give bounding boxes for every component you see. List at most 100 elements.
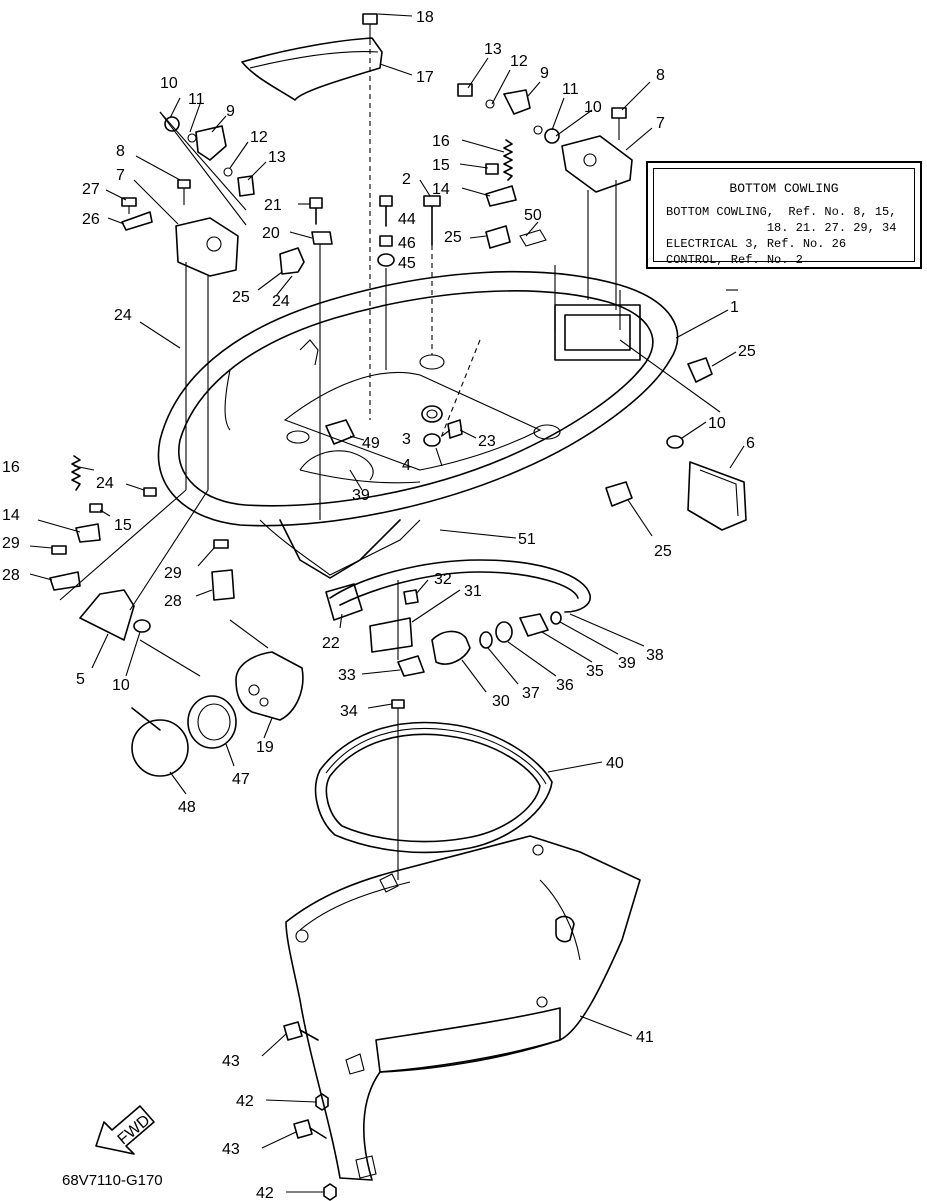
callout-19: 19 bbox=[256, 739, 274, 756]
seal-ring-band bbox=[131, 651, 304, 777]
grommets bbox=[299, 405, 463, 481]
drawing-code: 68V7110-G170 bbox=[62, 1172, 163, 1189]
callout-6: 6 bbox=[746, 435, 755, 452]
reference-legend-box: BOTTOM COWLING BOTTOM COWLING, Ref. No. … bbox=[646, 161, 922, 269]
callout-23: 23 bbox=[478, 433, 496, 450]
callout-16: 16 bbox=[432, 133, 450, 150]
callout-39: 39 bbox=[618, 655, 636, 672]
callout-3: 3 bbox=[402, 431, 411, 448]
callout-8: 8 bbox=[656, 67, 665, 84]
callout-12a: 12 bbox=[250, 129, 268, 146]
lower-cowling-41 bbox=[285, 835, 641, 1181]
callout-13: 13 bbox=[484, 41, 502, 58]
callout-46: 46 bbox=[398, 235, 416, 252]
callout-39a: 39 bbox=[352, 487, 370, 504]
callout-45: 45 bbox=[398, 255, 416, 272]
callout-28a: 28 bbox=[2, 567, 20, 584]
callout-4: 4 bbox=[402, 457, 411, 474]
callout-numbers: 18 17 13 12 9 11 10 8 7 16 15 14 2 44 46… bbox=[2, 9, 756, 1201]
callout-47: 47 bbox=[232, 771, 250, 788]
callout-29a: 29 bbox=[2, 535, 20, 552]
callout-44: 44 bbox=[398, 211, 416, 228]
callout-7a: 7 bbox=[116, 167, 125, 184]
callout-43a: 43 bbox=[222, 1053, 240, 1070]
left-small-parts bbox=[49, 455, 269, 677]
callout-15a: 15 bbox=[114, 517, 132, 534]
callout-50: 50 bbox=[524, 207, 542, 224]
callout-49: 49 bbox=[362, 435, 380, 452]
callout-41: 41 bbox=[636, 1029, 654, 1046]
callout-8a: 8 bbox=[116, 143, 125, 160]
legend-inner-frame: BOTTOM COWLING BOTTOM COWLING, Ref. No. … bbox=[653, 168, 915, 267]
callout-13a: 13 bbox=[268, 149, 286, 166]
callout-10c: 10 bbox=[112, 677, 130, 694]
callout-30: 30 bbox=[492, 693, 510, 710]
callout-24a: 24 bbox=[272, 293, 290, 310]
callout-15: 15 bbox=[432, 157, 450, 174]
callout-9: 9 bbox=[540, 65, 549, 82]
callout-29b: 29 bbox=[164, 565, 182, 582]
right-bracket-assembly bbox=[457, 83, 633, 310]
callout-38: 38 bbox=[646, 647, 664, 664]
legend-title: BOTTOM COWLING bbox=[729, 181, 839, 196]
callout-42a: 42 bbox=[236, 1093, 254, 1110]
callout-9a: 9 bbox=[226, 103, 235, 120]
callout-14a: 14 bbox=[2, 507, 20, 524]
spring-and-plate-upper bbox=[485, 139, 517, 207]
callout-25c: 25 bbox=[738, 343, 756, 360]
callout-40: 40 bbox=[606, 755, 624, 772]
gasket-40 bbox=[314, 721, 553, 854]
callout-34: 34 bbox=[340, 703, 358, 720]
clips-25 bbox=[279, 225, 713, 507]
callout-51: 51 bbox=[518, 531, 536, 548]
callout-28b: 28 bbox=[164, 593, 182, 610]
callout-14: 14 bbox=[432, 181, 450, 198]
callout-12: 12 bbox=[510, 53, 528, 70]
callout-10b: 10 bbox=[708, 415, 726, 432]
bottom-cowling-tray bbox=[157, 265, 679, 579]
callout-22: 22 bbox=[322, 635, 340, 652]
callout-25b: 25 bbox=[232, 289, 250, 306]
left-bracket-assembly bbox=[121, 111, 255, 490]
callout-10: 10 bbox=[584, 99, 602, 116]
callout-25d: 25 bbox=[654, 543, 672, 560]
bolts-center bbox=[309, 195, 441, 520]
callout-18: 18 bbox=[416, 9, 434, 26]
callout-11: 11 bbox=[562, 81, 579, 98]
callout-20: 20 bbox=[262, 225, 280, 242]
upper-guide-17 bbox=[241, 13, 383, 420]
callout-24c: 24 bbox=[96, 475, 114, 492]
leader-lines bbox=[29, 13, 745, 1193]
fwd-label: FWD bbox=[115, 1112, 154, 1148]
callout-35: 35 bbox=[586, 663, 604, 680]
legend-line-4: CONTROL, Ref. No. 2 bbox=[666, 253, 803, 267]
callout-21: 21 bbox=[264, 197, 282, 214]
callout-11a: 11 bbox=[188, 91, 205, 108]
screws-nuts-lower bbox=[283, 1021, 337, 1201]
legend-line-1: BOTTOM COWLING, Ref. No. 8, 15, bbox=[666, 205, 897, 219]
callout-24b: 24 bbox=[114, 307, 132, 324]
callout-10a: 10 bbox=[160, 75, 178, 92]
callout-2: 2 bbox=[402, 171, 411, 188]
callout-27: 27 bbox=[82, 181, 100, 198]
callout-37: 37 bbox=[522, 685, 540, 702]
callout-48: 48 bbox=[178, 799, 196, 816]
callout-26: 26 bbox=[82, 211, 100, 228]
holder-6 bbox=[619, 339, 747, 531]
callout-5: 5 bbox=[76, 671, 85, 688]
legend-line-2: 18. 21. 27. 29, 34 bbox=[666, 221, 897, 235]
callout-31: 31 bbox=[464, 583, 482, 600]
callout-42b: 42 bbox=[256, 1185, 274, 1201]
callout-25a: 25 bbox=[444, 229, 462, 246]
fwd-arrow-icon: FWD bbox=[95, 1105, 155, 1155]
callout-43b: 43 bbox=[222, 1141, 240, 1158]
callout-33: 33 bbox=[338, 667, 356, 684]
callout-7: 7 bbox=[656, 115, 665, 132]
callout-32: 32 bbox=[434, 571, 452, 588]
callout-17: 17 bbox=[416, 69, 434, 86]
callout-36: 36 bbox=[556, 677, 574, 694]
callout-16a: 16 bbox=[2, 459, 20, 476]
callout-1: 1 bbox=[730, 299, 739, 316]
legend-line-3: ELECTRICAL 3, Ref. No. 26 bbox=[666, 237, 847, 251]
